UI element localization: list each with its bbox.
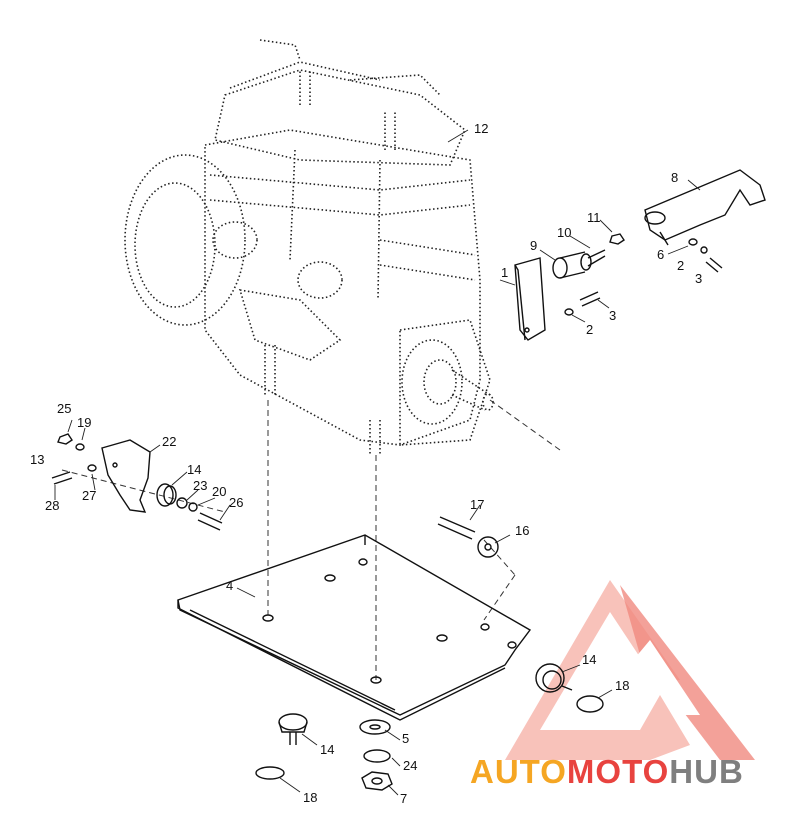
callout-18-right: 18 <box>615 678 629 693</box>
callout-20: 20 <box>212 484 226 499</box>
callout-18-bottom: 18 <box>303 790 317 805</box>
leader-lines <box>54 129 701 796</box>
callout-14-right: 14 <box>582 652 596 667</box>
callout-12: 12 <box>474 121 488 136</box>
callout-14-bottom: 14 <box>320 742 334 757</box>
callout-22: 22 <box>162 434 176 449</box>
engine-block <box>124 39 494 455</box>
callout-25: 25 <box>57 401 71 416</box>
bracket-1 <box>514 257 546 341</box>
callout-8: 8 <box>671 170 678 185</box>
callout-17: 17 <box>470 497 484 512</box>
callout-labels: 1 2 3 4 5 6 7 8 9 10 11 12 13 14 16 17 1… <box>30 121 702 806</box>
callout-5: 5 <box>402 731 409 746</box>
callout-14-left: 14 <box>187 462 201 477</box>
base-plate <box>177 534 532 721</box>
watermark-text: AUTOMOTOHUB <box>470 753 744 790</box>
callout-28: 28 <box>45 498 59 513</box>
watermark-moto: MOTO <box>567 753 669 790</box>
bracket-8 <box>644 169 766 246</box>
callout-3b: 3 <box>695 271 702 286</box>
callout-27: 27 <box>82 488 96 503</box>
callout-4: 4 <box>226 578 233 593</box>
watermark-hub: HUB <box>669 753 744 790</box>
callout-10: 10 <box>557 225 571 240</box>
bracket-22 <box>101 439 151 513</box>
callout-9: 9 <box>530 238 537 253</box>
hardware-parts <box>51 233 723 791</box>
callout-2b: 2 <box>677 258 684 273</box>
callout-23: 23 <box>193 478 207 493</box>
alignment-lines <box>61 399 561 680</box>
callout-26: 26 <box>229 495 243 510</box>
callout-19: 19 <box>77 415 91 430</box>
callout-16: 16 <box>515 523 529 538</box>
watermark-logo-icon <box>505 580 755 760</box>
watermark-auto: AUTO <box>470 753 567 790</box>
callout-24: 24 <box>403 758 417 773</box>
callout-1: 1 <box>501 265 508 280</box>
callout-3: 3 <box>609 308 616 323</box>
callout-7: 7 <box>400 791 407 806</box>
callout-11: 11 <box>587 210 601 225</box>
callout-13: 13 <box>30 452 44 467</box>
callout-2: 2 <box>586 322 593 337</box>
svg-text:AUTOMOTOHUB: AUTOMOTOHUB <box>470 753 744 790</box>
callout-6: 6 <box>657 247 664 262</box>
